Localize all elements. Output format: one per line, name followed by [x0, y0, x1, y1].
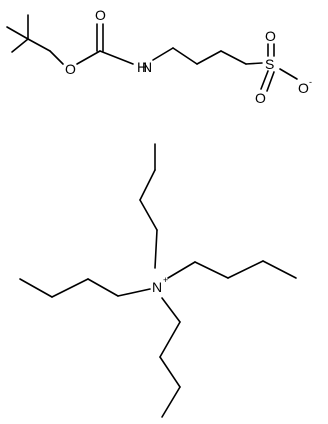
bond: [152, 47, 174, 61]
bond: [11, 38, 29, 53]
bond: [196, 50, 222, 65]
bond: [161, 297, 181, 323]
bond: [161, 386, 181, 418]
bond: [87, 278, 119, 297]
atom-label-o: O: [255, 90, 266, 106]
bond: [260, 70, 269, 90]
bond: [76, 50, 101, 65]
negative-charge: -: [309, 77, 312, 87]
bond: [19, 278, 53, 298]
bond: [49, 50, 64, 65]
bond: [172, 47, 198, 65]
bond: [159, 321, 181, 358]
atom-label-n: N: [142, 59, 152, 75]
bond: [51, 278, 89, 298]
bond: [194, 261, 229, 279]
bond: [154, 229, 158, 269]
boc-aminopropanesulfonate: O O N H S O O O -: [6, 7, 312, 106]
atom-label-o: O: [265, 28, 276, 44]
bond: [99, 50, 134, 65]
bond: [279, 68, 298, 80]
bond: [167, 261, 196, 279]
positive-charge: +: [163, 275, 168, 285]
tetrabutylammonium: N +: [19, 143, 297, 418]
atom-label-s: S: [265, 56, 274, 72]
atom-label-o: O: [95, 7, 106, 23]
atom-label-n: N: [152, 279, 162, 295]
bond: [266, 71, 275, 92]
atom-label-o: O: [65, 61, 76, 77]
bond: [139, 199, 158, 231]
atom-label-o: O: [298, 80, 309, 96]
bond: [245, 62, 263, 65]
bond: [117, 288, 151, 297]
bond: [6, 26, 29, 40]
bond: [139, 169, 156, 201]
bond: [227, 260, 264, 279]
bond: [262, 260, 297, 279]
bond: [220, 50, 247, 65]
atom-label-h: H: [137, 59, 147, 75]
bond: [27, 38, 51, 52]
bond: [159, 356, 181, 388]
